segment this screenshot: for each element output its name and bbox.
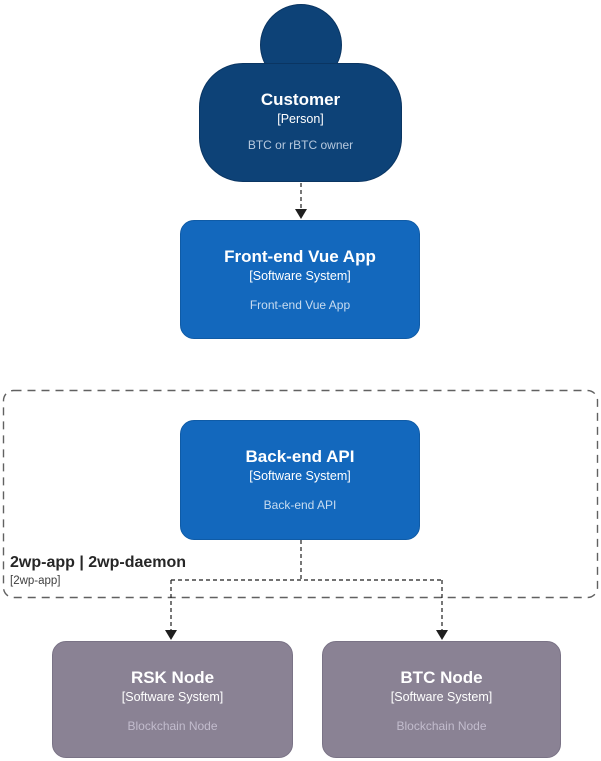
- arrowhead-rsk-icon: [165, 630, 177, 640]
- connector-backend-nodes: [170, 540, 443, 630]
- person-body: Customer [Person] BTC or rBTC owner: [199, 63, 402, 182]
- rsk-title: RSK Node: [130, 668, 215, 687]
- rsk-description: Blockchain Node: [127, 719, 218, 733]
- backend-title: Back-end API: [245, 447, 355, 466]
- customer-title: Customer: [260, 90, 341, 109]
- customer-meta: [Person]: [277, 112, 324, 126]
- frontend-title: Front-end Vue App: [224, 247, 376, 266]
- rsk-meta: [Software System]: [121, 690, 224, 704]
- boundary-label: 2wp-app | 2wp-daemon [2wp-app]: [10, 553, 186, 588]
- btc-node: BTC Node [Software System] Blockchain No…: [322, 641, 561, 758]
- btc-title: BTC Node: [400, 668, 483, 687]
- frontend-meta: [Software System]: [249, 269, 351, 283]
- arrowhead-btc-icon: [436, 630, 448, 640]
- backend-system-node: Back-end API [Software System] Back-end …: [180, 420, 420, 540]
- boundary-title: 2wp-app | 2wp-daemon: [10, 554, 187, 571]
- btc-description: Blockchain Node: [396, 719, 487, 733]
- arrowhead-frontend-icon: [295, 209, 307, 219]
- frontend-system-node: Front-end Vue App [Software System] Fron…: [180, 220, 420, 339]
- btc-meta: [Software System]: [390, 690, 493, 704]
- frontend-description: Front-end Vue App: [249, 298, 351, 312]
- rsk-node: RSK Node [Software System] Blockchain No…: [52, 641, 293, 758]
- customer-description: BTC or rBTC owner: [247, 138, 354, 152]
- backend-description: Back-end API: [263, 498, 337, 512]
- boundary-meta: [2wp-app]: [10, 575, 61, 587]
- backend-meta: [Software System]: [249, 469, 351, 483]
